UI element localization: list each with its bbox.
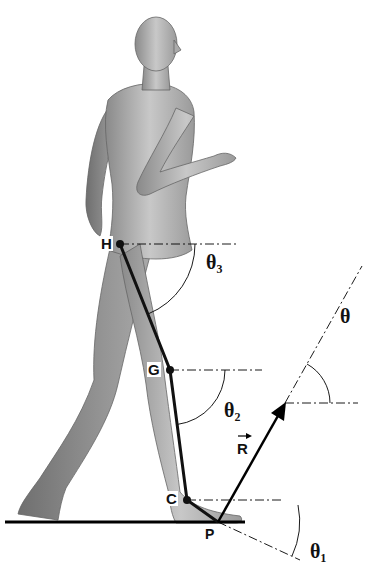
ground-line [5, 521, 245, 524]
point-label: G [147, 362, 161, 377]
point-label: H [100, 236, 113, 251]
angle-label: θ₂ [224, 400, 240, 420]
force-vector [218, 414, 279, 522]
human-figure [18, 17, 242, 523]
leg-segments [120, 244, 218, 522]
point-label: P [205, 527, 214, 541]
vector-mark-head [246, 433, 252, 439]
joint-dots [116, 240, 191, 504]
reference-lines [120, 244, 362, 560]
force-arrowhead [271, 402, 286, 421]
angle-label: θ₁ [310, 541, 326, 561]
angle-label: θ [340, 306, 350, 326]
vector-label: R [237, 441, 248, 456]
angle-label: θ₃ [206, 252, 222, 272]
point-label: C [165, 491, 178, 506]
